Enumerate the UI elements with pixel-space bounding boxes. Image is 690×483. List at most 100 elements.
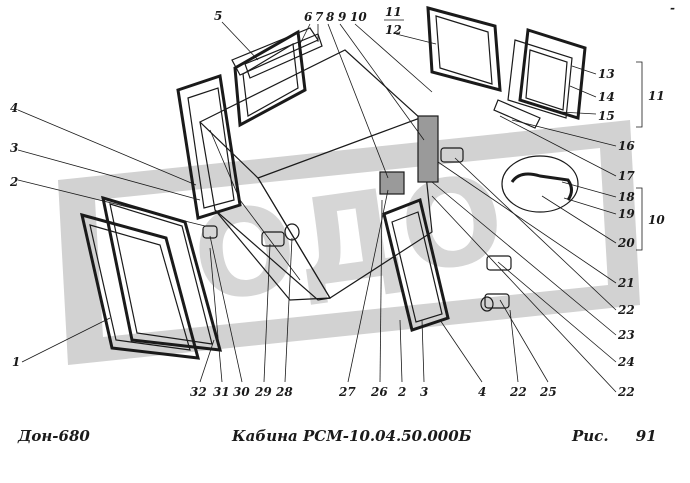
leader-27 <box>347 189 389 383</box>
label-4-bottom: 4 <box>478 385 486 399</box>
lock-block-27 <box>380 172 404 194</box>
label-25: 25 <box>539 385 557 399</box>
label-20: 20 <box>617 236 635 250</box>
part-5-inner <box>242 43 299 117</box>
bolt-25 <box>484 293 510 309</box>
leader-24 <box>497 261 617 363</box>
part-5-outer <box>233 29 307 128</box>
hinge-strip-outline <box>417 115 439 183</box>
label-11-top: 11 <box>385 5 402 19</box>
label-29: 29 <box>254 385 272 399</box>
label-13: 13 <box>598 67 615 81</box>
front-window-frame <box>79 212 201 360</box>
label-14: 14 <box>598 90 615 104</box>
label-32: 32 <box>190 385 207 399</box>
lock-block-outline <box>379 171 405 195</box>
leader-17 <box>499 115 617 177</box>
bolt-upper-22 <box>440 147 464 163</box>
leader-1 <box>21 317 111 363</box>
leader-lines <box>17 21 617 393</box>
bolts-right <box>440 147 512 312</box>
label-1: 1 <box>12 355 20 369</box>
roof-hatch <box>426 6 502 92</box>
handle-17 <box>493 99 541 129</box>
bushing-30 <box>202 225 218 239</box>
label-19: 19 <box>618 207 635 221</box>
leader-29 <box>263 243 271 383</box>
detail-handle <box>501 155 579 213</box>
leader-23 <box>431 181 617 336</box>
figure-number: 91 <box>635 427 657 445</box>
label-16: 16 <box>618 139 635 153</box>
hatch-outer <box>426 6 502 92</box>
window-15 <box>525 49 568 111</box>
leader-21 <box>437 161 617 284</box>
label-5: 5 <box>214 9 222 23</box>
left-rear-glass <box>187 87 235 209</box>
door-lock-assembly <box>379 171 405 195</box>
label-7: 7 <box>315 10 324 24</box>
leader-31 <box>209 247 223 383</box>
label-3: 3 <box>10 141 18 155</box>
label-23: 23 <box>617 328 635 342</box>
leader-b22 <box>509 309 519 383</box>
leader-18 <box>561 181 617 198</box>
leader-b3 <box>421 319 425 383</box>
hinge-column <box>417 115 439 183</box>
detail-circle <box>501 155 579 213</box>
left-rear-window <box>176 74 242 220</box>
label-2-bottom: 2 <box>397 385 406 399</box>
label-3-bottom: 3 <box>420 385 428 399</box>
leader-4 <box>17 109 197 186</box>
panel-7 <box>244 33 323 79</box>
leader-5 <box>221 21 259 61</box>
leader-15 <box>559 111 597 115</box>
label-17: 17 <box>618 169 635 183</box>
detail-handle-shape <box>510 172 573 201</box>
leader-b4 <box>439 319 483 383</box>
front-window-glass <box>89 224 191 351</box>
label-28: 28 <box>275 385 293 399</box>
left-rear-frame <box>176 74 242 220</box>
label-group-11: 11 <box>648 89 665 103</box>
label-31: 31 <box>213 385 230 399</box>
window-13 <box>518 28 587 120</box>
leader-10 <box>354 23 433 93</box>
part-labels: 5 6 7 8 9 10 11 12 4 3 2 13 14 15 11 16 … <box>9 1 675 399</box>
leader-26 <box>379 199 383 383</box>
leader-22a <box>454 157 617 311</box>
bracket-11 <box>636 61 643 128</box>
label-22-lower: 22 <box>617 385 635 399</box>
label-4: 4 <box>10 101 18 115</box>
label-27: 27 <box>338 385 356 399</box>
leader-b25 <box>499 299 549 383</box>
window-14 <box>507 39 573 119</box>
leader-6 <box>299 23 311 45</box>
leader-8 <box>327 23 389 179</box>
part-5-frame <box>233 29 307 128</box>
label-12: 12 <box>385 23 402 37</box>
label-6: 6 <box>304 10 313 24</box>
front-window-seal-31 <box>109 203 213 345</box>
handle-17-bar <box>493 99 541 129</box>
leader-2 <box>17 179 206 227</box>
watermark-ring <box>58 120 640 365</box>
leader-b2 <box>399 319 403 383</box>
label-24: 24 <box>617 355 635 369</box>
leader-32 <box>199 339 215 383</box>
door-window-frame <box>382 197 450 332</box>
door-window-right <box>382 197 450 332</box>
leader-3 <box>17 149 201 201</box>
label-18: 18 <box>618 190 635 204</box>
label-8: 8 <box>326 10 335 24</box>
bolt-24 <box>486 255 512 271</box>
label-group-10: 10 <box>648 213 665 227</box>
leader-16 <box>511 119 617 147</box>
footer-title: Кабина РСМ-10.04.50.000Б <box>232 427 472 445</box>
leader-22b <box>431 195 617 393</box>
watermark: ОДО <box>58 120 640 365</box>
leader-12 <box>395 33 437 45</box>
label-2: 2 <box>9 175 18 189</box>
